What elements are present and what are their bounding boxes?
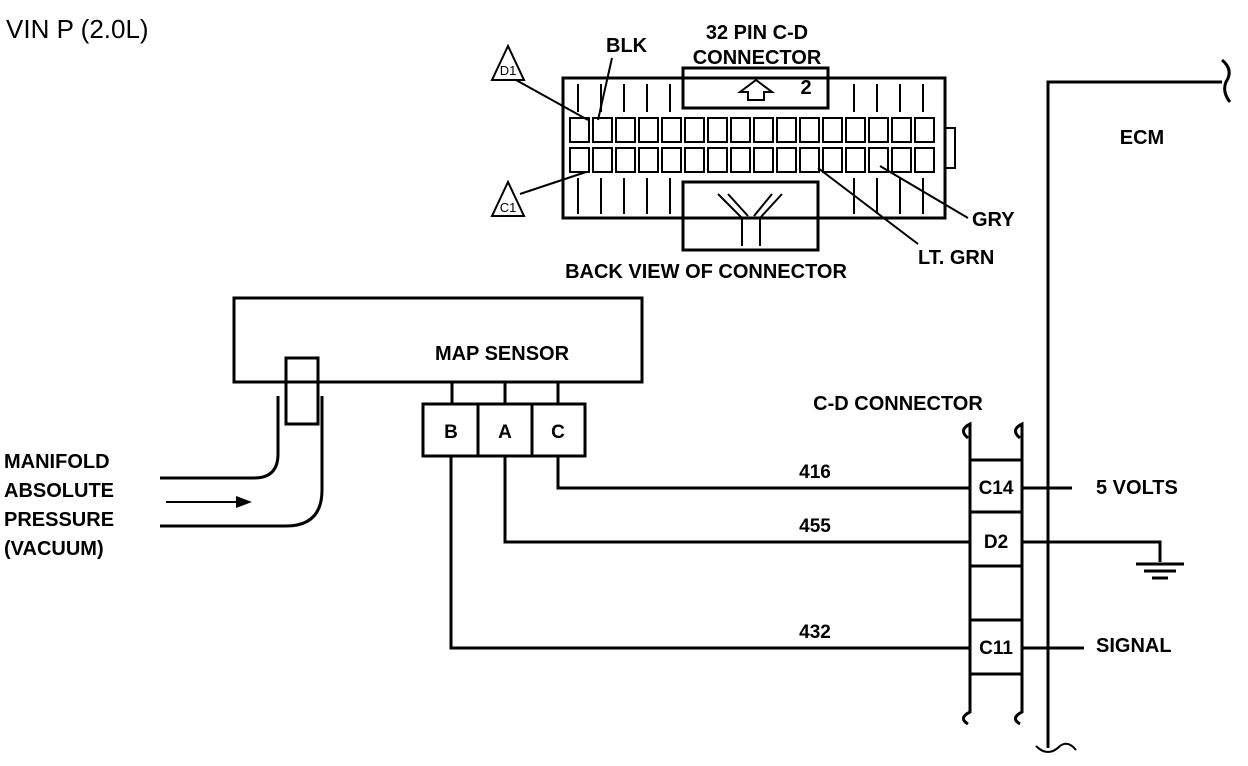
wire-455-path xyxy=(503,456,970,544)
ecm-boundary xyxy=(1046,80,1222,748)
terminal-a-label: A xyxy=(498,422,512,443)
flow-arrow-icon xyxy=(236,496,252,508)
map-sensor: MAP SENSOR B A C xyxy=(232,296,644,458)
wire-432-function: SIGNAL xyxy=(1096,635,1172,657)
callout-d1-label: D1 xyxy=(500,63,517,78)
map-sensor-body xyxy=(232,296,644,384)
vacuum-port xyxy=(284,356,320,426)
pin-cavity xyxy=(730,117,751,143)
pin-cavity xyxy=(684,117,705,143)
wire-455: 455 xyxy=(503,456,1184,580)
pin-cavity xyxy=(707,117,728,143)
terminal-c-label: C xyxy=(551,422,565,443)
pin-cavity xyxy=(868,117,889,143)
connector-latch xyxy=(944,127,956,169)
vacuum-label-line3: PRESSURE xyxy=(4,509,114,531)
wire-416-circuit: 416 xyxy=(799,462,831,483)
wire-ltgrn-label: LT. GRN xyxy=(918,247,994,269)
pin-cavity xyxy=(707,147,728,173)
pin-cavity xyxy=(891,117,912,143)
pin-cavity xyxy=(730,147,751,173)
pin-cavity xyxy=(569,117,590,143)
connector-harness xyxy=(681,180,820,252)
wire-blk-label: BLK xyxy=(606,35,648,57)
pin-cavity xyxy=(776,117,797,143)
terminal-b-label: B xyxy=(444,422,458,443)
pin-cavity xyxy=(914,147,935,173)
cd-connector-right-edge xyxy=(1014,421,1024,726)
wire-blk-leader xyxy=(597,57,613,121)
connector-title-line1: 32 PIN C-D xyxy=(706,22,808,44)
callout-c1-label: C1 xyxy=(500,200,517,215)
pin-cavity xyxy=(661,117,682,143)
vacuum-label-line1: MANIFOLD xyxy=(4,451,110,473)
pin-number-label: 2 xyxy=(800,77,811,99)
pin-cavity xyxy=(845,147,866,173)
callout-d1-leader xyxy=(515,79,589,121)
pin-cavity xyxy=(592,117,613,143)
wire-gry-leader xyxy=(879,165,969,219)
pin-cavity xyxy=(776,147,797,173)
wire-455-ground-lead xyxy=(1022,540,1162,562)
top-connector: 32 PIN C-D CONNECTOR 2 D1 C1 BLK GRY LT.… xyxy=(490,22,1015,283)
pin-cavity xyxy=(914,117,935,143)
pin-cavity xyxy=(891,147,912,173)
pin-cavity xyxy=(753,117,774,143)
ecm-break-mark xyxy=(1220,58,1232,103)
pin-cavity xyxy=(799,147,820,173)
wire-gry-label: GRY xyxy=(972,209,1015,231)
callout-d1-triangle xyxy=(490,43,526,81)
hose-outer-top xyxy=(160,396,280,480)
wire-416: 416 5 VOLTS xyxy=(556,456,1178,499)
wire-432: 432 SIGNAL xyxy=(449,456,1172,657)
cd-pin-c11: C11 xyxy=(979,638,1013,659)
pin-cavity xyxy=(822,147,843,173)
connector-key xyxy=(681,66,830,110)
cd-pin-c14: C14 xyxy=(979,478,1014,499)
pin-cavity xyxy=(569,147,590,173)
cd-connector-label: C-D CONNECTOR xyxy=(813,393,983,415)
cd-connector: C-D CONNECTOR C14 D2 C11 xyxy=(813,393,1024,726)
pin-cavity xyxy=(615,117,636,143)
hose-outer-bottom xyxy=(160,396,324,528)
back-view-label: BACK VIEW OF CONNECTOR xyxy=(565,261,847,283)
pin-cavity xyxy=(684,147,705,173)
wire-ltgrn-leader xyxy=(817,167,919,245)
wire-416-path xyxy=(556,456,970,490)
connector-pin-rows xyxy=(569,84,935,214)
pin-cavity xyxy=(822,117,843,143)
vacuum-hose: MANIFOLD ABSOLUTE PRESSURE (VACUUM) xyxy=(4,396,324,560)
connector-title-line2: CONNECTOR xyxy=(693,47,822,69)
ecm: ECM xyxy=(1035,58,1232,753)
wire-432-circuit: 432 xyxy=(799,622,831,643)
pin-cavity xyxy=(753,147,774,173)
map-sensor-label: MAP SENSOR xyxy=(435,343,570,365)
pin-cavity xyxy=(638,147,659,173)
cd-pin-d2: D2 xyxy=(984,532,1008,553)
harness-wires xyxy=(717,193,783,246)
diagram-title: VIN P (2.0L) xyxy=(6,14,149,44)
ecm-break-mark-bottom xyxy=(1035,742,1077,753)
arrow-up-icon xyxy=(737,78,775,101)
callout-c1-triangle xyxy=(490,179,526,217)
wire-432-path xyxy=(449,456,970,650)
pin-cavity xyxy=(661,147,682,173)
wire-455-circuit: 455 xyxy=(799,516,831,537)
ecm-label: ECM xyxy=(1120,127,1164,149)
wire-416-function: 5 VOLTS xyxy=(1096,477,1178,499)
pin-cavity xyxy=(592,147,613,173)
pin-cavity xyxy=(845,117,866,143)
pin-cavity xyxy=(799,117,820,143)
vacuum-label-line2: ABSOLUTE xyxy=(4,480,114,502)
cd-connector-left-edge xyxy=(962,421,972,726)
pin-cavity xyxy=(638,117,659,143)
callout-c1-leader xyxy=(519,171,587,195)
vacuum-label-line4: (VACUUM) xyxy=(4,538,104,560)
pin-cavity xyxy=(615,147,636,173)
pin-cavity xyxy=(868,147,889,173)
